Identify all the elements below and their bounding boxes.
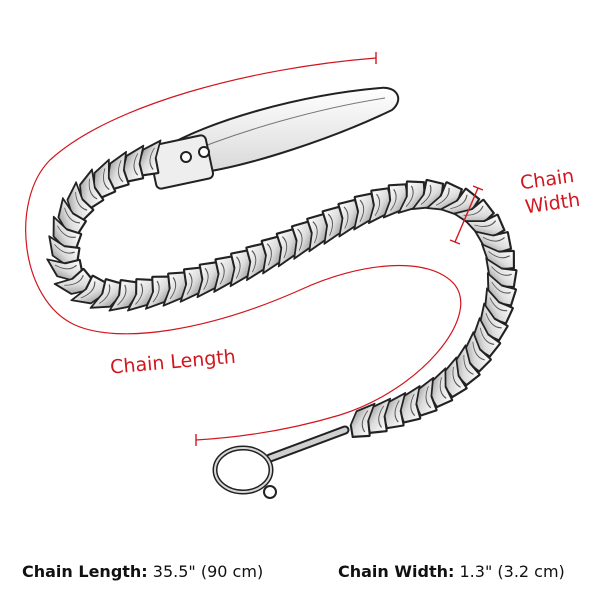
chain-link-facet	[219, 262, 225, 285]
chain-link-facet	[149, 147, 155, 170]
chain-link-facet	[118, 160, 124, 183]
chain-link-facet	[435, 187, 450, 206]
rivet-icon	[198, 146, 210, 158]
spec-footer: Chain Length: 35.5" (90 cm) Chain Width:…	[0, 562, 600, 592]
chain-link-facet	[474, 220, 497, 227]
chain-link-facet	[75, 191, 88, 211]
chain-link-facet	[133, 153, 139, 176]
chain-link-facet	[405, 185, 414, 208]
chain-link-facet	[266, 243, 272, 266]
chain-link-facet	[117, 284, 127, 306]
leather-handle	[147, 86, 400, 190]
chain-link-facet	[64, 275, 84, 286]
chain-link-facet	[57, 225, 76, 238]
chain-link-facet	[420, 184, 432, 205]
chain-link-facet	[282, 236, 288, 259]
chain-link-facet	[152, 280, 160, 303]
chain-link-facet	[489, 297, 508, 312]
chain-link-facet	[327, 213, 333, 236]
chain-link-facet	[410, 393, 416, 417]
length-measure-curve	[25, 57, 462, 441]
chain-link-facet	[251, 250, 257, 273]
chain-link-facet	[297, 228, 303, 251]
chain-link-facet	[491, 266, 512, 276]
snap-hook	[212, 425, 350, 499]
chain-link-facet	[482, 236, 506, 242]
chain-link-facet	[450, 194, 468, 210]
spec-chain-length: Chain Length: 35.5" (90 cm)	[22, 562, 263, 581]
chain-link-facet	[488, 251, 511, 259]
chain-link-facet	[452, 366, 461, 388]
chain-link-facet	[169, 277, 177, 300]
chain-link-facet	[343, 206, 349, 229]
chain-link-facet	[425, 386, 432, 409]
width-measure	[449, 185, 484, 245]
chain-link-facet	[103, 168, 110, 191]
chain-link-facet	[64, 207, 81, 224]
chain-link-facet	[378, 405, 385, 428]
chain-link-facet	[472, 341, 485, 361]
chain-link-facet	[312, 221, 318, 244]
rivet-icon	[180, 151, 192, 163]
chain-link-facet	[485, 312, 502, 329]
chain-link-facet	[394, 400, 400, 423]
chain-link-facet	[54, 264, 78, 270]
chain-link-facet	[186, 272, 193, 295]
chain-link-facet	[491, 281, 511, 294]
chain-link-facet	[54, 244, 75, 254]
spec-chain-width-value: 1.3" (3.2 cm)	[459, 562, 565, 581]
chain-link-facet	[463, 354, 474, 375]
chain-link-facet	[439, 377, 447, 399]
chain-length-callout: Chain Length	[109, 346, 236, 379]
chain-width-callout-line2: Width	[524, 189, 582, 218]
chain-link-facet	[80, 281, 96, 299]
chain-link-facet	[98, 284, 111, 304]
spec-chain-length-label: Chain Length:	[22, 562, 148, 581]
spec-chain-length-value: 35.5" (90 cm)	[152, 562, 264, 581]
chain-link-facet	[135, 283, 144, 305]
cuban-chain	[46, 139, 518, 438]
chain-link-facet	[235, 256, 241, 279]
chain-link-facet	[390, 188, 397, 211]
chain-link-facet	[374, 193, 381, 216]
chain-link-facet	[479, 327, 495, 345]
spec-chain-width: Chain Width: 1.3" (3.2 cm)	[338, 562, 565, 581]
chain-link-facet	[359, 199, 365, 222]
chain-link-facet	[361, 410, 369, 433]
chain-link-facet	[203, 267, 209, 290]
chain-link-facet	[88, 178, 98, 200]
spec-chain-width-label: Chain Width:	[338, 562, 455, 581]
